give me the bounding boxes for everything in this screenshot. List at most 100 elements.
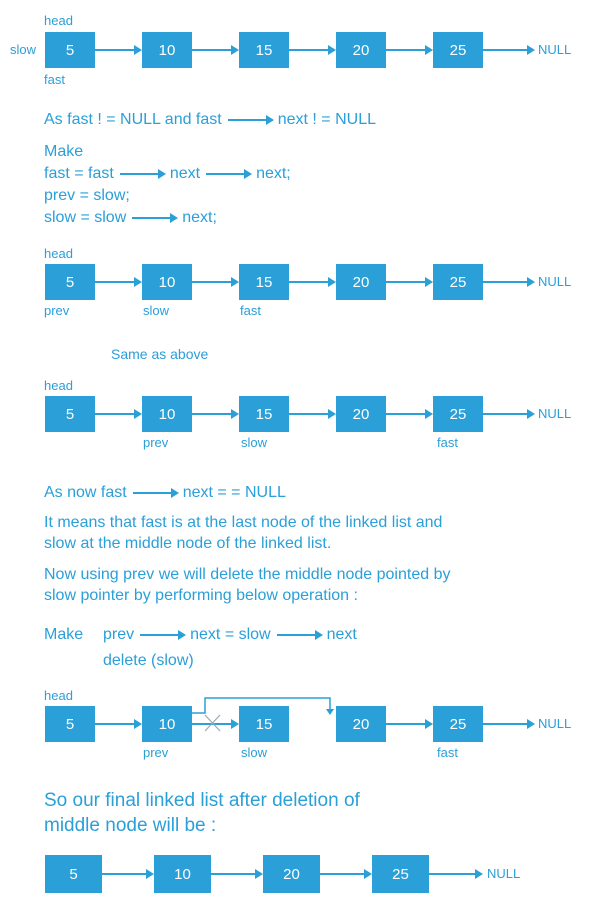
null-label-4: NULL <box>538 716 572 731</box>
now-line: As now fast next = = NULL <box>44 484 286 502</box>
link-arrow <box>192 719 239 729</box>
link-arrow <box>386 45 433 55</box>
arrow-icon <box>119 168 166 179</box>
arrow-icon <box>276 629 323 640</box>
head-label-4: head <box>44 688 73 703</box>
link-arrow <box>386 409 433 419</box>
node-5-1: 5 <box>45 855 102 893</box>
final-line-2: middle node will be : <box>44 815 217 836</box>
cross-icon <box>204 714 221 732</box>
code-line-2: prev = slow; <box>44 187 130 204</box>
node-5-4: 25 <box>372 855 429 893</box>
link-arrow <box>192 45 239 55</box>
node-1-2: 10 <box>142 32 192 68</box>
link-arrow <box>386 277 433 287</box>
node-4-2: 10 <box>142 706 192 742</box>
link-arrow <box>192 409 239 419</box>
bypass-arrow <box>192 697 331 714</box>
condition-text-a: As fast ! = NULL and fast <box>44 111 222 128</box>
null-label-1: NULL <box>538 42 572 57</box>
code-1b: next <box>169 165 201 182</box>
null-label-5: NULL <box>487 866 521 881</box>
head-label-3: head <box>44 378 73 393</box>
link-arrow <box>192 277 239 287</box>
op-c: next <box>326 626 357 643</box>
prev-label-4: prev <box>143 745 169 760</box>
prev-label-2: prev <box>44 303 70 318</box>
node-4-5: 25 <box>433 706 483 742</box>
link-arrow <box>483 409 535 419</box>
node-1-3: 15 <box>239 32 289 68</box>
slow-label-2: slow <box>143 303 170 318</box>
link-arrow <box>95 719 142 729</box>
code-1a: fast = fast <box>44 165 114 182</box>
link-arrow <box>211 869 263 879</box>
using-line-1: Now using prev we will delete the middle… <box>44 566 451 583</box>
condition-line: As fast ! = NULL and fast next ! = NULL <box>44 111 376 129</box>
slow-label-4: slow <box>241 745 268 760</box>
node-5-2: 10 <box>154 855 211 893</box>
now-text-b: next = = NULL <box>182 484 286 501</box>
node-4-3: 15 <box>239 706 289 742</box>
operation-line: prev next = slow next <box>103 626 357 644</box>
null-label-3: NULL <box>538 406 572 421</box>
link-arrow <box>95 45 142 55</box>
node-3-2: 10 <box>142 396 192 432</box>
node-1-4: 20 <box>336 32 386 68</box>
condition-text-b: next ! = NULL <box>277 111 376 128</box>
arrow-icon <box>140 629 187 640</box>
means-line-1: It means that fast is at the last node o… <box>44 514 443 531</box>
link-arrow <box>289 277 336 287</box>
arrow-icon <box>132 487 179 498</box>
node-1-1: 5 <box>45 32 95 68</box>
head-label-2: head <box>44 246 73 261</box>
slow-label-3: slow <box>241 435 268 450</box>
node-2-4: 20 <box>336 264 386 300</box>
code-3b: next; <box>182 209 217 226</box>
make-label-2: Make <box>44 626 84 643</box>
same-as-above-text: Same as above <box>111 346 209 362</box>
node-3-3: 15 <box>239 396 289 432</box>
means-line-2: slow at the middle node of the linked li… <box>44 535 332 552</box>
slow-label-1: slow <box>10 42 37 57</box>
link-arrow <box>95 409 142 419</box>
now-text-a: As now fast <box>44 484 127 501</box>
arrow-icon <box>206 168 253 179</box>
link-arrow <box>429 869 483 879</box>
node-5-3: 20 <box>263 855 320 893</box>
prev-label-3: prev <box>143 435 169 450</box>
null-label-2: NULL <box>538 274 572 289</box>
fast-label-3: fast <box>437 435 458 450</box>
fast-label-4: fast <box>437 745 458 760</box>
link-arrow <box>386 719 433 729</box>
node-2-5: 25 <box>433 264 483 300</box>
link-arrow <box>95 277 142 287</box>
final-line-1: So our final linked list after deletion … <box>44 790 360 811</box>
arrow-icon <box>227 114 274 125</box>
head-label-1: head <box>44 13 73 28</box>
link-arrow <box>102 869 154 879</box>
delete-line: delete (slow) <box>103 652 194 669</box>
code-line-3: slow = slow next; <box>44 209 217 227</box>
node-4-1: 5 <box>45 706 95 742</box>
node-3-1: 5 <box>45 396 95 432</box>
link-arrow <box>289 409 336 419</box>
link-arrow <box>483 719 535 729</box>
link-arrow <box>483 45 535 55</box>
node-3-4: 20 <box>336 396 386 432</box>
arrow-icon <box>132 212 179 223</box>
using-line-2: slow pointer by performing below operati… <box>44 587 358 604</box>
node-3-5: 25 <box>433 396 483 432</box>
link-arrow <box>289 45 336 55</box>
fast-label-1: fast <box>44 72 65 87</box>
code-3a: slow = slow <box>44 209 127 226</box>
node-2-2: 10 <box>142 264 192 300</box>
op-b: next = slow <box>190 626 271 643</box>
node-4-4: 20 <box>336 706 386 742</box>
op-a: prev <box>103 626 135 643</box>
node-2-3: 15 <box>239 264 289 300</box>
bypass-arrowhead <box>326 709 334 715</box>
link-arrow <box>483 277 535 287</box>
